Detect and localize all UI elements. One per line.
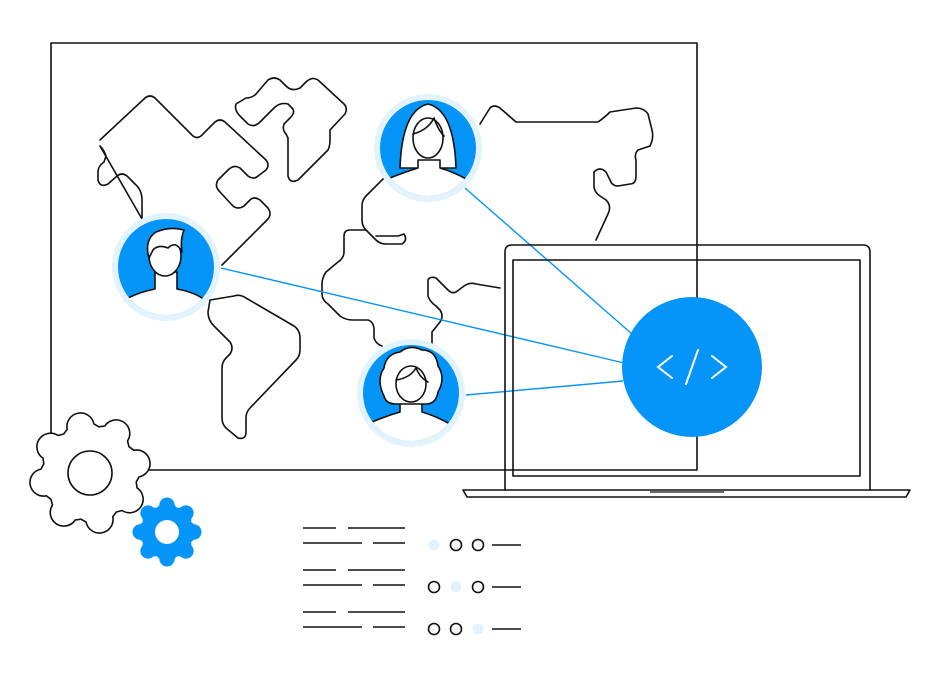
world-map: [97, 77, 654, 440]
connection-lines: [220, 187, 633, 396]
selector-row[interactable]: [427, 580, 522, 594]
outline-gear-icon: [29, 412, 151, 534]
woman-avatar-icon[interactable]: [374, 94, 482, 210]
selector-dot-active[interactable]: [450, 581, 462, 593]
selector-row[interactable]: [427, 622, 522, 636]
man-avatar-icon[interactable]: [112, 213, 220, 330]
selector-dot[interactable]: [427, 622, 441, 636]
option-selectors: [427, 538, 522, 636]
connection-line-curly: [465, 380, 624, 396]
laptop-screen: [512, 259, 861, 477]
laptop: [462, 244, 911, 498]
selector-dot-active[interactable]: [472, 623, 484, 635]
continent-africa: [321, 229, 501, 347]
connection-line-woman: [464, 187, 633, 335]
laptop-base: [462, 489, 911, 498]
curly-hair-avatar-icon[interactable]: [357, 339, 465, 450]
continent-north-america: [97, 95, 271, 266]
code-brackets-icon[interactable]: [622, 297, 762, 437]
blue-gear-icon: [132, 497, 202, 567]
text-lines-block: [303, 527, 405, 628]
connection-line-man: [220, 267, 625, 364]
selector-dot[interactable]: [471, 538, 485, 552]
selector-dot[interactable]: [427, 580, 441, 594]
map-frame: [50, 42, 698, 471]
continent-south-america: [207, 294, 301, 440]
selector-row[interactable]: [428, 538, 522, 552]
selector-dot[interactable]: [449, 622, 463, 636]
continent-eurasia: [361, 105, 654, 245]
continent-greenland: [234, 77, 348, 183]
selector-dot[interactable]: [449, 538, 463, 552]
selector-dot-active[interactable]: [428, 539, 440, 551]
selector-dot[interactable]: [471, 580, 485, 594]
